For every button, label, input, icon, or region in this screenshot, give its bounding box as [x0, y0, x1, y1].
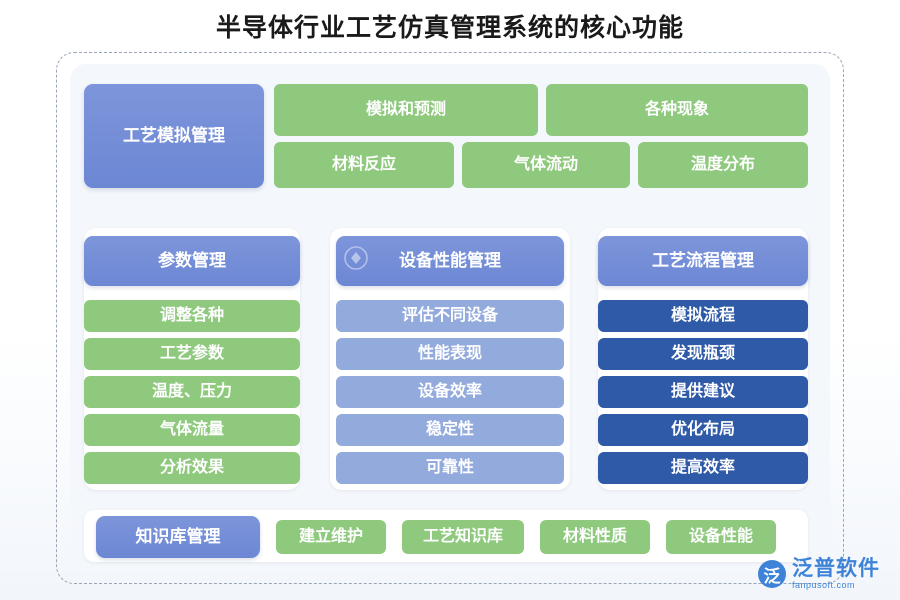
node-col2-item-2[interactable]: 设备效率: [336, 376, 564, 408]
node-bottom-item-1[interactable]: 工艺知识库: [402, 520, 524, 554]
page-title: 半导体行业工艺仿真管理系统的核心功能: [215, 14, 684, 42]
node-top-item-4[interactable]: 温度分布: [638, 142, 808, 188]
node-process-simulation-head[interactable]: 工艺模拟管理: [84, 84, 264, 188]
node-col2-item-3[interactable]: 稳定性: [336, 414, 564, 446]
logo-domain: fanpusoft.com: [792, 580, 856, 590]
logo-text: 泛普软件 fanpusoft.com: [792, 558, 880, 590]
node-col3-item-4[interactable]: 提高效率: [598, 452, 808, 484]
node-col2-item-1[interactable]: 性能表现: [336, 338, 564, 370]
logo-company-name: 泛普软件: [792, 557, 880, 580]
node-col1-item-3[interactable]: 气体流量: [84, 414, 300, 446]
node-col3-head[interactable]: 工艺流程管理: [598, 236, 808, 286]
node-col3-item-2[interactable]: 提供建议: [598, 376, 808, 408]
node-top-item-0[interactable]: 模拟和预测: [274, 84, 538, 136]
node-bottom-item-2[interactable]: 材料性质: [540, 520, 650, 554]
dashed-border-frame: [56, 52, 844, 584]
logo-mark-icon: 泛: [758, 560, 786, 588]
node-bottom-item-0[interactable]: 建立维护: [276, 520, 386, 554]
node-col2-head[interactable]: 设备性能管理: [336, 236, 564, 286]
node-col2-item-4[interactable]: 可靠性: [336, 452, 564, 484]
node-col1-item-0[interactable]: 调整各种: [84, 300, 300, 332]
node-col1-item-2[interactable]: 温度、压力: [84, 376, 300, 408]
node-col3-item-0[interactable]: 模拟流程: [598, 300, 808, 332]
node-col3-item-1[interactable]: 发现瓶颈: [598, 338, 808, 370]
node-col1-head[interactable]: 参数管理: [84, 236, 300, 286]
brand-logo: 泛 泛普软件 fanpusoft.com: [758, 558, 880, 590]
node-top-item-2[interactable]: 材料反应: [274, 142, 454, 188]
node-col1-item-4[interactable]: 分析效果: [84, 452, 300, 484]
node-bottom-item-3[interactable]: 设备性能: [666, 520, 776, 554]
node-top-item-3[interactable]: 气体流动: [462, 142, 630, 188]
node-col1-item-1[interactable]: 工艺参数: [84, 338, 300, 370]
node-top-item-1[interactable]: 各种现象: [546, 84, 808, 136]
node-col3-item-3[interactable]: 优化布局: [598, 414, 808, 446]
node-col2-item-0[interactable]: 评估不同设备: [336, 300, 564, 332]
node-bottom-head[interactable]: 知识库管理: [96, 516, 260, 558]
